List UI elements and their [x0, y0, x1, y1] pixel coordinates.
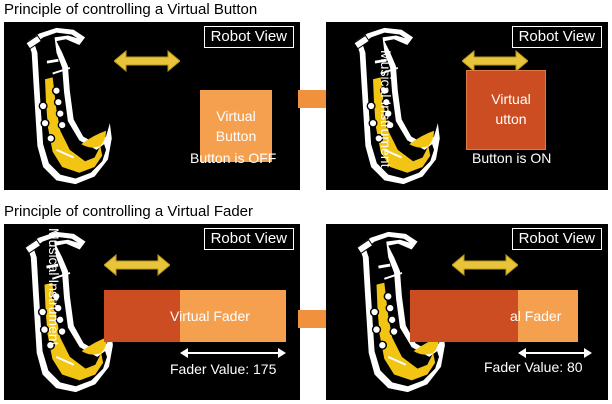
- saxophone-icon: [16, 228, 116, 396]
- robot-view-badge: Robot View: [511, 26, 602, 48]
- fader-value-arrow-icon: [518, 348, 592, 358]
- virtual-fader-label-partial: al Fader: [510, 308, 562, 324]
- button-on-status: Button is ON: [472, 150, 552, 166]
- virtual-button: Virtual Button: [200, 90, 272, 162]
- button-section-title: Principle of controlling a Virtual Butto…: [4, 1, 258, 18]
- pressed-button-label: Virtual utton: [472, 70, 550, 148]
- fader-free-region: [180, 290, 286, 342]
- double-arrow-icon: [462, 50, 528, 72]
- button-off-panel: Robot View Virtual Button Button is OFF: [4, 22, 300, 190]
- fader-free-region: [518, 290, 578, 342]
- fader-value-175: Fader Value: 175: [170, 361, 277, 377]
- fader-covered-region: [104, 290, 180, 342]
- double-arrow-icon: [452, 254, 518, 276]
- robot-view-badge: Robot View: [203, 228, 294, 250]
- fader-80-panel: Robot View al Fader Fader Value: 80: [326, 224, 608, 400]
- pressed-virtual-button: [466, 70, 546, 150]
- musical-instrument-label: Musical Instrument: [46, 228, 62, 346]
- robot-view-badge: Robot View: [203, 26, 294, 48]
- fader-covered-region: [410, 290, 518, 342]
- pressed-button-label-line2: utton: [495, 111, 527, 127]
- fader-value-80: Fader Value: 80: [484, 359, 583, 375]
- fader-value-arrow-icon: [180, 348, 286, 358]
- saxophone-icon: [344, 24, 444, 188]
- saxophone-icon: [16, 24, 116, 188]
- virtual-button-label-line1: Virtual: [216, 108, 256, 124]
- fader-section-title: Principle of controlling a Virtual Fader: [4, 203, 254, 220]
- double-arrow-icon: [104, 254, 170, 276]
- fader-175-panel: Robot View Virtual Fader Fader Value: 17…: [4, 224, 300, 400]
- pressed-button-label-line1: Virtual: [491, 91, 531, 107]
- virtual-fader-label: Virtual Fader: [170, 308, 250, 324]
- double-arrow-icon: [114, 50, 180, 72]
- robot-view-badge: Robot View: [511, 228, 602, 250]
- musical-instrument-label: Musical Instrument: [378, 50, 394, 168]
- button-on-panel: Robot View Virtual utton Musical Instrum…: [326, 22, 608, 190]
- virtual-button-label-line2: Button: [215, 128, 257, 144]
- button-off-status: Button is OFF: [190, 150, 277, 166]
